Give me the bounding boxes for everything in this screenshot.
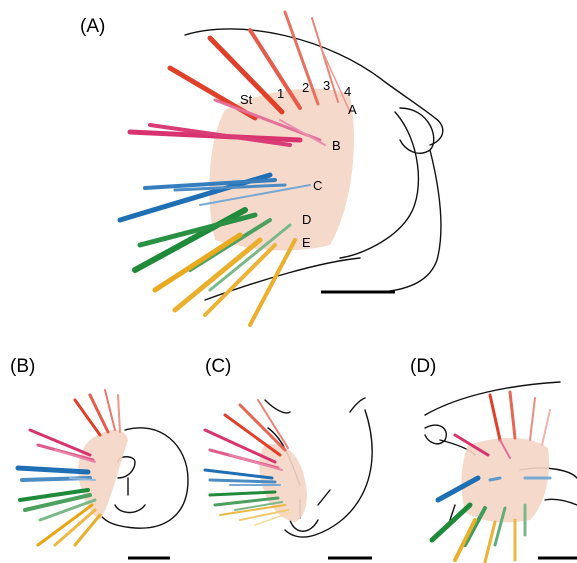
- whisker-a-4: [542, 410, 550, 445]
- panel-a-label: (A): [80, 16, 105, 37]
- column-label-3: 3: [323, 78, 330, 93]
- panel-b: (B): [10, 356, 188, 558]
- whisker-e-1: [455, 520, 475, 560]
- whisker-d-1: [432, 505, 470, 540]
- whisker-e-2: [485, 522, 495, 562]
- row-label-c: C: [313, 178, 322, 193]
- row-label-e: E: [302, 235, 311, 250]
- panel-d-label: (D): [410, 356, 436, 377]
- whisker-a-3: [530, 398, 535, 440]
- row-label-d: D: [302, 212, 311, 227]
- whisker-pad-b: [78, 430, 128, 520]
- panel-d: (D): [410, 356, 577, 562]
- whisker-c-2: [490, 478, 500, 480]
- whisker-d-1: [210, 492, 275, 495]
- row-label-a: A: [348, 102, 357, 117]
- whisker-e-1: [155, 235, 240, 290]
- whisker-c-1: [18, 468, 88, 472]
- column-label-4: 4: [344, 84, 351, 99]
- whisker-e-3: [75, 515, 100, 545]
- panel-c-label: (C): [205, 356, 231, 377]
- whisker-a-3: [105, 390, 115, 430]
- whisker-a-1: [490, 395, 500, 440]
- column-label-1: 1: [277, 86, 284, 101]
- panel-a: (A) St 1 2 3 4 A B C D E: [80, 12, 443, 325]
- whisker-a-4: [118, 395, 120, 432]
- panel-c: (C): [205, 356, 372, 558]
- column-label-2: 2: [302, 80, 309, 95]
- whisker-a-2: [510, 392, 515, 438]
- row-label-b: B: [332, 138, 341, 153]
- straddler-label: St: [240, 92, 253, 107]
- panel-b-label: (B): [10, 356, 35, 377]
- whisker-c-2: [210, 480, 275, 482]
